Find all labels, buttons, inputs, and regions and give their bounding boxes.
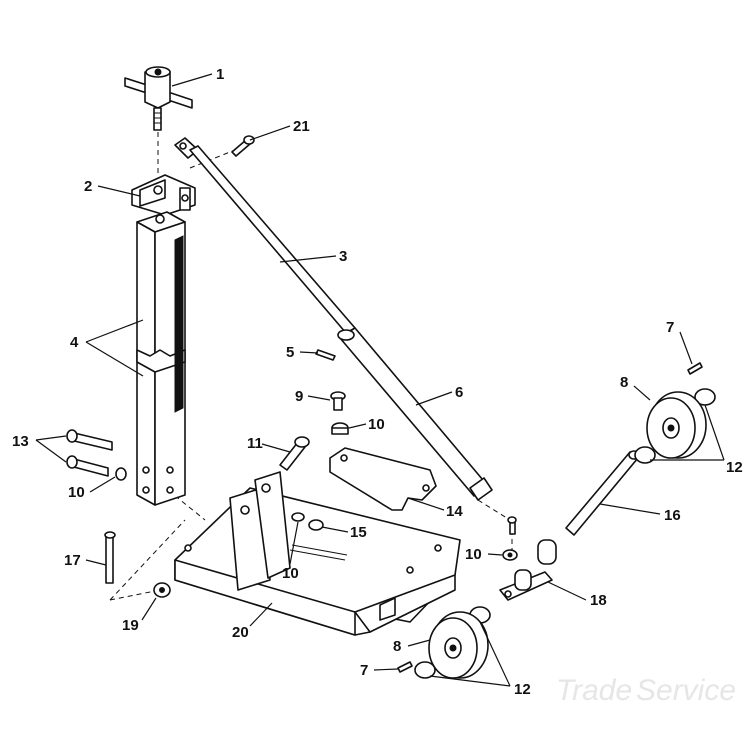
part-13-bolts — [66, 429, 113, 477]
callout-5: 5 — [286, 344, 294, 361]
part-10-washer-base — [291, 512, 305, 522]
part-14-plate — [329, 447, 437, 511]
watermark-right: Service — [636, 674, 736, 707]
part-7-screw-upper — [687, 362, 703, 375]
part-12-washer-lower-b — [414, 661, 436, 679]
callout-14: 14 — [446, 503, 463, 520]
callout-7-lower: 7 — [360, 662, 368, 679]
callout-10-base: 10 — [282, 565, 299, 582]
part-17-screw — [104, 531, 116, 584]
leader-lines — [35, 73, 725, 687]
callout-labels: 1 21 2 3 4 5 6 9 10 11 13 10 14 15 10 17… — [12, 66, 743, 698]
part-12-washer-upper-b — [634, 446, 656, 464]
lower-wheel-assembly — [397, 606, 491, 679]
part-1-t-handle-screw — [124, 66, 193, 131]
callout-16: 16 — [664, 507, 681, 524]
callout-18: 18 — [590, 592, 607, 609]
part-6-tube — [337, 327, 493, 501]
callout-20: 20 — [232, 624, 249, 641]
callout-10-left: 10 — [68, 484, 85, 501]
callout-6: 6 — [455, 384, 463, 401]
part-10-washer-axle — [502, 549, 518, 561]
part-20-base — [174, 471, 461, 636]
screw-bracket — [507, 516, 517, 535]
callout-21: 21 — [293, 118, 310, 135]
part-19-nut — [153, 582, 171, 598]
callout-10-top: 10 — [368, 416, 385, 433]
callout-12-lower: 12 — [514, 681, 531, 698]
callout-3: 3 — [339, 248, 347, 265]
callout-9: 9 — [295, 388, 303, 405]
part-10-nut-left — [115, 467, 127, 481]
part-11-bolt — [279, 436, 310, 471]
part-5-pin — [315, 349, 336, 361]
part-16-axle — [565, 450, 640, 536]
part-7-screw-lower — [397, 661, 413, 673]
watermark-left: Trade — [556, 674, 632, 707]
callout-19: 19 — [122, 617, 139, 634]
part-18-axle-bracket — [499, 539, 557, 601]
callout-12-upper: 12 — [726, 459, 743, 476]
part-15-nut — [308, 519, 324, 531]
part-10-nut-top — [331, 422, 349, 435]
callout-8-upper: 8 — [620, 374, 628, 391]
callout-7-upper: 7 — [666, 319, 674, 336]
callout-4: 4 — [70, 334, 79, 351]
assembly-guide-lines — [109, 132, 513, 601]
upper-wheel-assembly — [634, 362, 716, 464]
callout-13: 13 — [12, 433, 29, 450]
callout-17: 17 — [64, 552, 81, 569]
callout-2: 2 — [84, 178, 92, 195]
callout-11: 11 — [247, 435, 263, 452]
part-21-screw — [231, 135, 255, 157]
part-2-bracket — [131, 174, 196, 216]
part-4-column — [136, 211, 186, 506]
part-3-rod — [174, 137, 356, 334]
part-9-bolt — [330, 391, 346, 411]
callout-8-lower: 8 — [393, 638, 401, 655]
callout-1: 1 — [216, 66, 224, 83]
callout-15: 15 — [350, 524, 367, 541]
callout-10-axle: 10 — [465, 546, 482, 563]
